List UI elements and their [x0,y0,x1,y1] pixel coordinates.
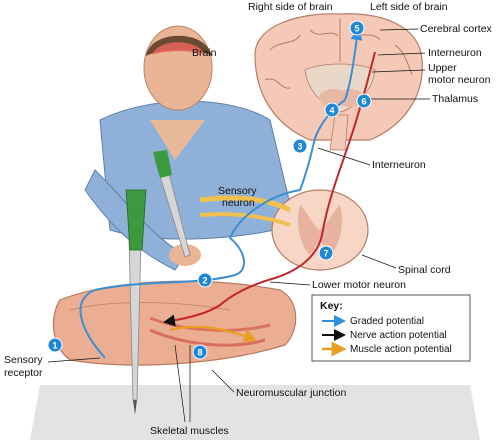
label-cerebral-cortex: Cerebral cortex [420,23,493,35]
label-sensory-receptor-line1: Sensory [4,354,43,366]
label-right-side-of-brain: Right side of brain [248,1,333,13]
label-neuromuscular-junction: Neuromuscular junction [236,387,346,399]
motor-pathway [163,51,376,327]
label-sensory-receptor-line2: receptor [4,367,43,379]
svg-text:8: 8 [197,348,202,358]
step-badge-3: 3 [292,138,308,154]
label-skeletal-muscles: Skeletal muscles [150,425,229,437]
step-badge-6: 6 [356,93,372,109]
label-brain: Brain [192,47,217,59]
step-badge-2: 2 [197,272,213,288]
legend-title: Key: [320,300,343,312]
label-interneuron-mid: Interneuron [372,159,426,171]
step-badge-1: 1 [47,337,63,353]
label-sensory-neuron-line2: neuron [222,197,255,209]
legend-label-nerve: Nerve action potential [350,330,447,341]
brainstem [329,114,349,151]
svg-text:2: 2 [202,276,207,286]
step-badge-4: 4 [324,102,340,118]
skeletal-muscle-band [149,316,271,332]
label-spinal-cord: Spinal cord [398,264,451,276]
label-left-side-of-brain: Left side of brain [370,1,448,13]
desk-paper [30,385,480,440]
pen-right [153,150,191,258]
sensory-pathway [79,28,363,359]
gray-matter [298,205,342,255]
legend-key: Key: Graded potential Nerve action poten… [311,294,471,362]
label-upper-motor-neuron-line2: motor neuron [428,74,491,86]
label-interneuron-top: Interneuron [428,47,482,59]
legend-label-graded: Graded potential [350,316,424,327]
svg-text:1: 1 [52,341,57,351]
svg-text:4: 4 [329,106,334,116]
label-upper-motor-neuron-line1: Upper [428,62,457,74]
svg-text:5: 5 [354,24,359,34]
step-badge-5: 5 [349,20,365,36]
spinal-cord-section [199,189,369,271]
neck [150,120,205,160]
label-lower-motor-neuron: Lower motor neuron [312,279,406,291]
label-thalamus: Thalamus [432,93,478,105]
step-badge-8: 8 [192,344,208,360]
step-badge-7: 7 [318,245,334,261]
nerve-bundle [199,195,292,213]
brain-highlight [152,42,205,55]
muscle-action-path [169,325,258,343]
svg-text:3: 3 [297,142,302,152]
svg-text:6: 6 [361,97,366,107]
brain-section [254,13,423,151]
pen-left [125,189,147,415]
legend-label-muscle: Muscle action potential [350,344,452,355]
label-sensory-neuron-line1: Sensory [218,185,257,197]
svg-text:7: 7 [323,249,328,259]
